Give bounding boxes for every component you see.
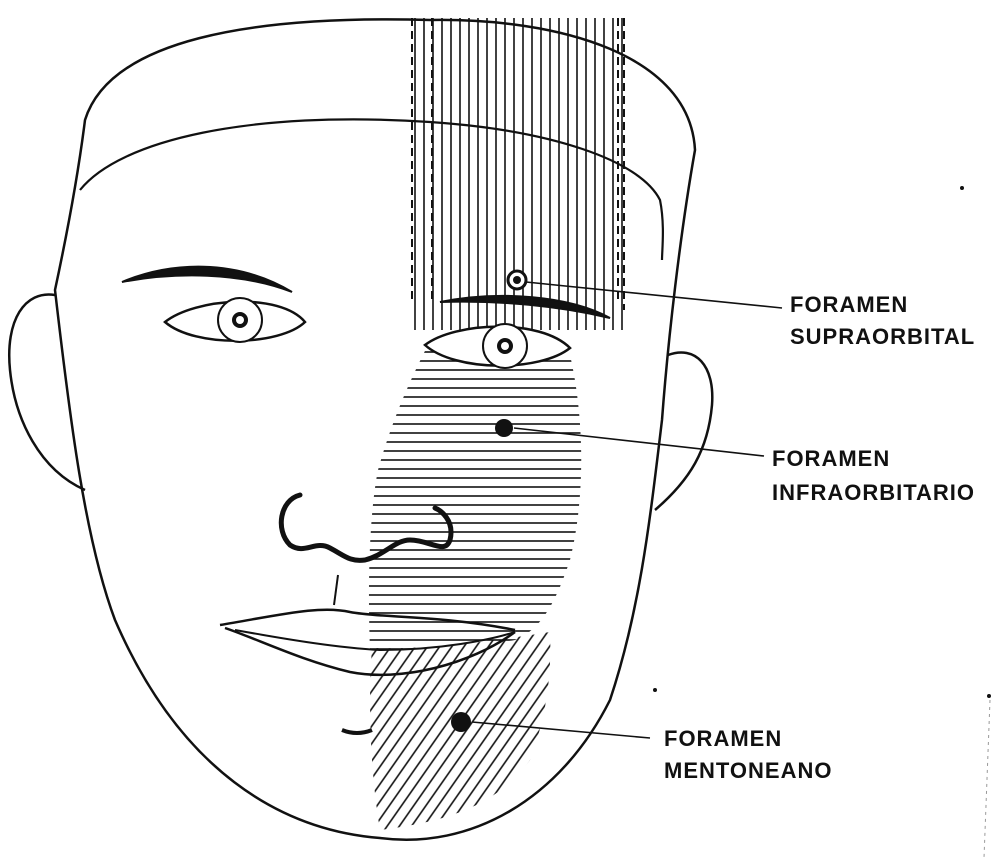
supraorbital-label-line1: FORAMEN bbox=[790, 292, 908, 318]
nasolabial-fold bbox=[334, 575, 338, 605]
left-ear bbox=[9, 294, 85, 490]
speck bbox=[987, 694, 991, 698]
speck bbox=[653, 688, 657, 692]
scan-line bbox=[984, 700, 990, 858]
left-eye bbox=[165, 298, 305, 342]
speck bbox=[960, 186, 964, 190]
mentoneano-label-line2: MENTONEANO bbox=[664, 758, 833, 784]
right-ear bbox=[655, 352, 712, 510]
chin-mark bbox=[342, 730, 372, 733]
infraorbitario-label-line1: FORAMEN bbox=[772, 446, 890, 472]
foramen-infraorbitario-dot bbox=[495, 419, 513, 437]
left-eyebrow bbox=[122, 267, 292, 292]
infraorbitario-label-line2: INFRAORBITARIO bbox=[772, 480, 975, 506]
supraorbital-label-line2: SUPRAORBITAL bbox=[790, 324, 975, 350]
infraorbitario-zone bbox=[369, 345, 581, 650]
foramen-supraorbital-dot bbox=[508, 271, 526, 289]
mentoneano-label-line1: FORAMEN bbox=[664, 726, 782, 752]
foramen-mentoneano-dot bbox=[451, 712, 471, 732]
